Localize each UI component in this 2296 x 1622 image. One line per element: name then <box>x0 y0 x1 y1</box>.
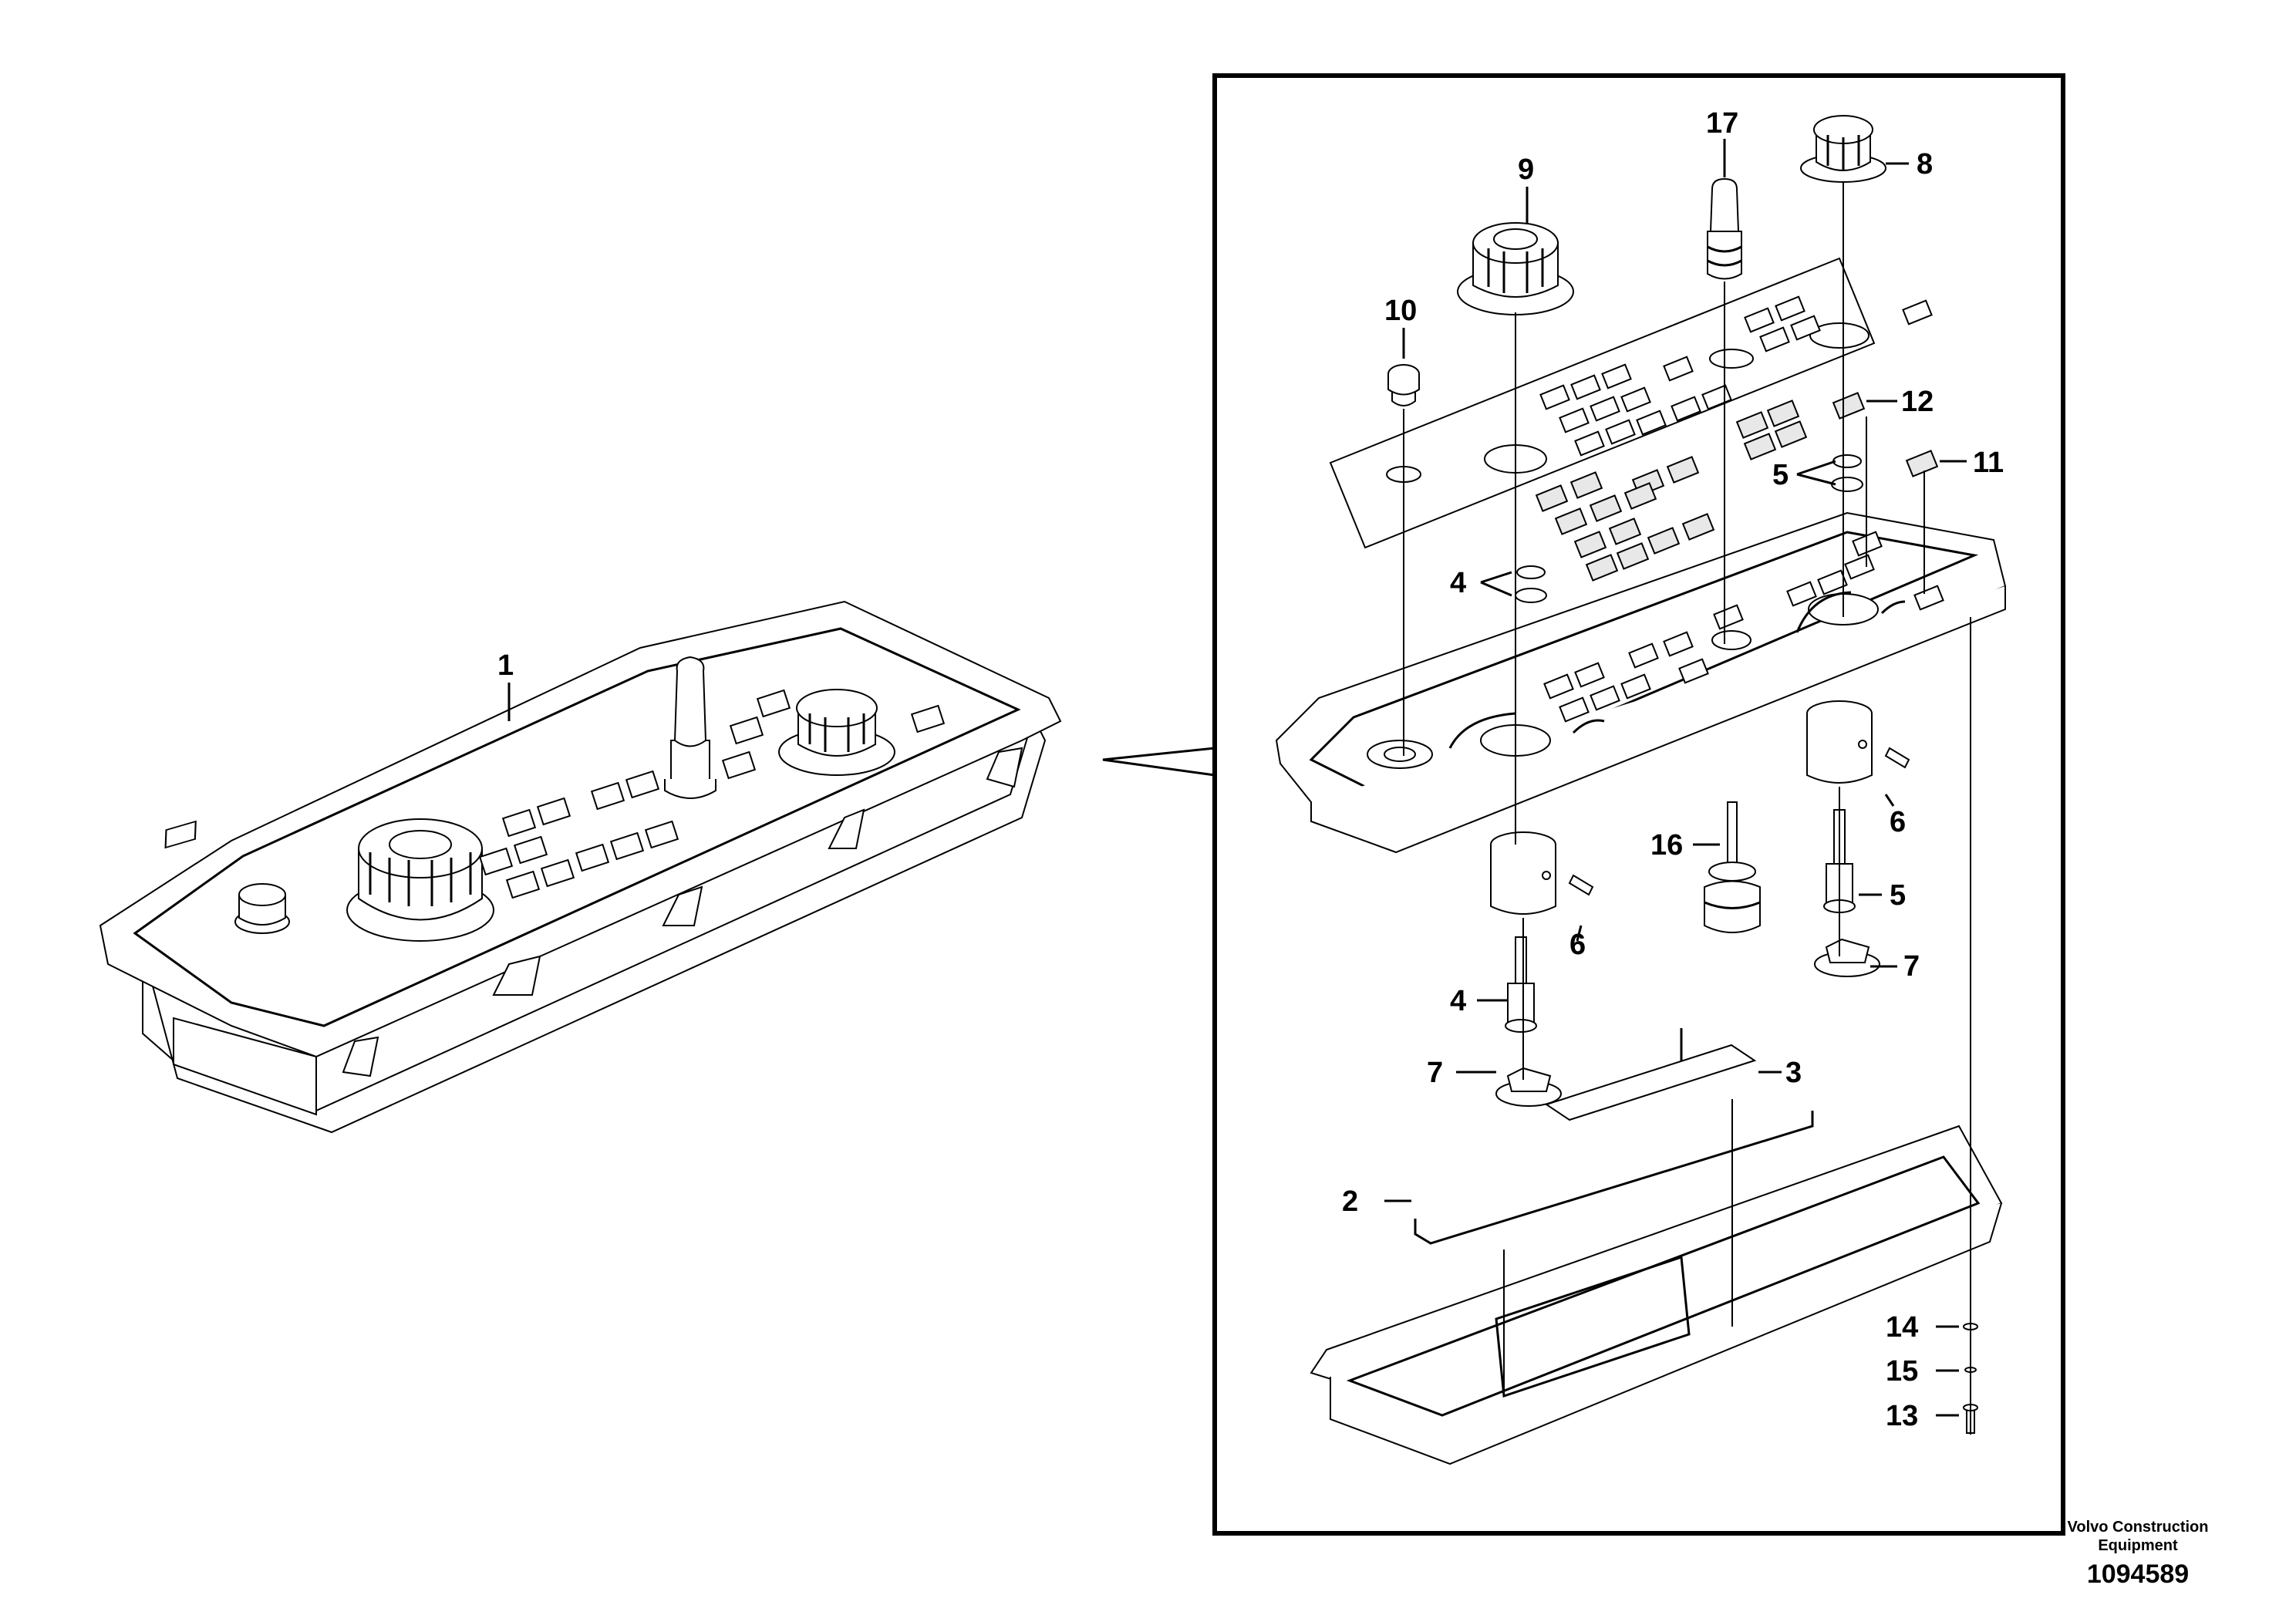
document-number: 1094589 <box>2086 1560 2190 1589</box>
ring-5b <box>1831 477 1863 492</box>
key-item-12 <box>1832 392 1866 420</box>
leader-lines <box>507 139 1967 1417</box>
rotary-knob-9 <box>1457 222 1574 315</box>
ring-4a <box>1516 565 1546 579</box>
callout-16: 16 <box>1650 829 1683 862</box>
manufacturer-label: Volvo Construction Equipment <box>2045 1518 2230 1555</box>
manufacturer-line-2: Equipment <box>2098 1537 2178 1554</box>
callout-13: 13 <box>1886 1400 1918 1432</box>
callout-7b: 7 <box>1427 1057 1443 1089</box>
callout-6b: 6 <box>1890 806 1906 838</box>
callout-11: 11 <box>1973 447 2004 479</box>
callout-5b: 5 <box>1890 879 1906 912</box>
assembled-control-panel <box>99 600 1062 1134</box>
manufacturer-line-1: Volvo Construction <box>2067 1519 2209 1536</box>
circuit-board-3 <box>1544 1028 1757 1121</box>
keypad-assembled <box>164 689 946 899</box>
small-knob-assembled <box>234 883 290 934</box>
loose-keys <box>1535 392 1939 582</box>
callout-8: 8 <box>1917 148 1933 180</box>
detail-pointer <box>1102 747 1215 777</box>
exploded-view-frame <box>1212 73 2065 1536</box>
joystick-assembled <box>664 656 716 799</box>
callout-4a: 4 <box>1450 567 1466 599</box>
overlay-sheet <box>1329 257 1933 549</box>
callout-17: 17 <box>1706 107 1738 140</box>
callout-6a: 6 <box>1569 929 1586 961</box>
sensor-housing-left <box>1490 831 1594 915</box>
key-item-11 <box>1905 450 1939 477</box>
sensor-housing-right <box>1806 700 1910 784</box>
bottom-housing <box>1310 1125 2003 1465</box>
shaft-4 <box>1505 936 1537 1033</box>
callout-2: 2 <box>1342 1185 1358 1218</box>
large-rotary-knob-assembled <box>346 818 494 942</box>
top-plate <box>1275 511 2007 854</box>
exploded-view: 1 9 17 8 10 12 5 11 4 16 6 6 5 4 7 7 3 2… <box>497 107 2007 1465</box>
callout-7a: 7 <box>1903 950 1920 983</box>
rotary-knob-8 <box>1800 115 1886 183</box>
callout-1: 1 <box>497 649 514 682</box>
callout-labels: 1 9 17 8 10 12 5 11 4 16 6 6 5 4 7 7 3 2… <box>497 107 2004 1432</box>
small-knob-10 <box>1387 364 1420 406</box>
callout-15: 15 <box>1886 1355 1918 1388</box>
callout-14: 14 <box>1886 1311 1918 1344</box>
right-rotary-knob-assembled <box>778 689 895 776</box>
callout-9: 9 <box>1518 153 1534 186</box>
assembly-lines <box>1403 181 1971 1435</box>
callout-3: 3 <box>1785 1057 1802 1089</box>
joystick-17 <box>1707 177 1742 280</box>
callout-4b: 4 <box>1450 985 1466 1017</box>
callout-10: 10 <box>1384 295 1417 327</box>
callout-5a: 5 <box>1772 459 1789 491</box>
callout-12: 12 <box>1901 386 1934 418</box>
ring-4b <box>1515 588 1547 603</box>
ring-5a <box>1832 454 1862 468</box>
joystick-base-16 <box>1704 801 1761 933</box>
wire-harness-2 <box>1414 1111 1814 1245</box>
